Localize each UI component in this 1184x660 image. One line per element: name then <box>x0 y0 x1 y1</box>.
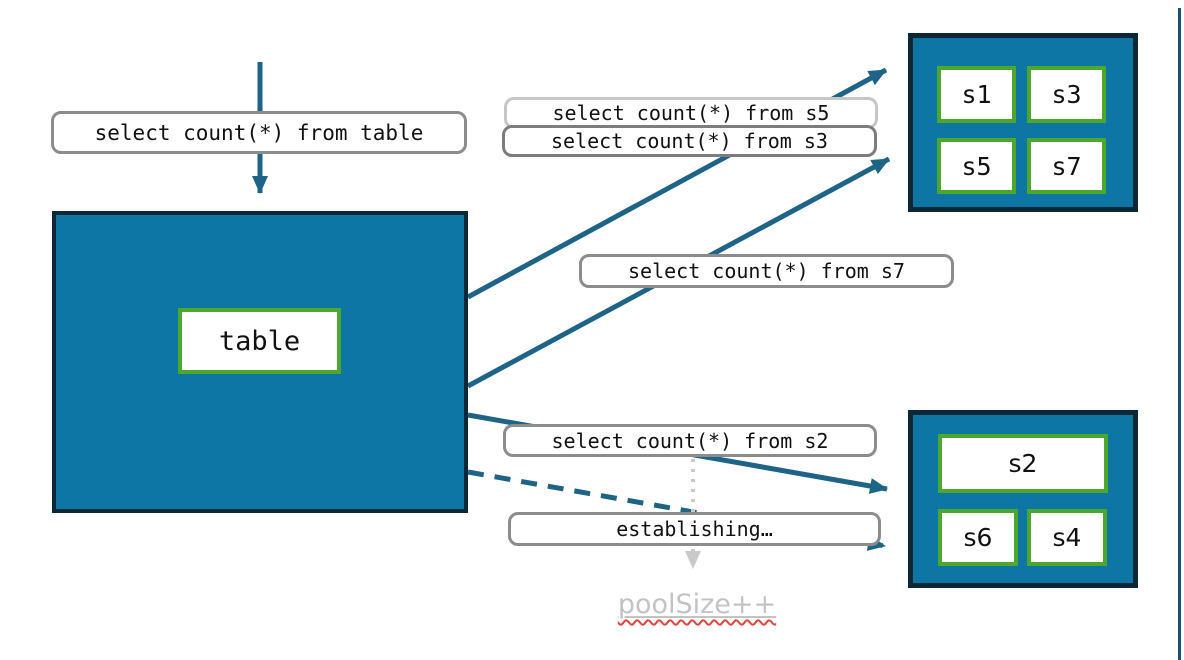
query-label-from-table: select count(*) from table <box>51 111 467 154</box>
poolsize-note: poolSize++ <box>597 589 797 620</box>
query-label-from-s3: select count(*) from s3 <box>502 125 877 157</box>
shard-s1: s1 <box>937 66 1016 123</box>
table-label-box: table <box>178 308 341 374</box>
shard-s7: s7 <box>1027 138 1106 194</box>
shard-s4: s4 <box>1027 509 1107 566</box>
poolsize-underline: poolSize++ <box>618 589 776 620</box>
query-label-establishing: establishing… <box>508 512 881 546</box>
poolsize-text: poolSize++ <box>617 589 777 620</box>
shard-s6: s6 <box>938 509 1018 566</box>
shard-s5: s5 <box>937 138 1016 194</box>
page-edge-line <box>1178 8 1181 660</box>
query-label-from-s2: select count(*) from s2 <box>503 424 877 457</box>
shard-s2: s2 <box>938 434 1108 493</box>
query-label-from-s7: select count(*) from s7 <box>579 254 954 288</box>
shard-s3: s3 <box>1027 66 1106 123</box>
